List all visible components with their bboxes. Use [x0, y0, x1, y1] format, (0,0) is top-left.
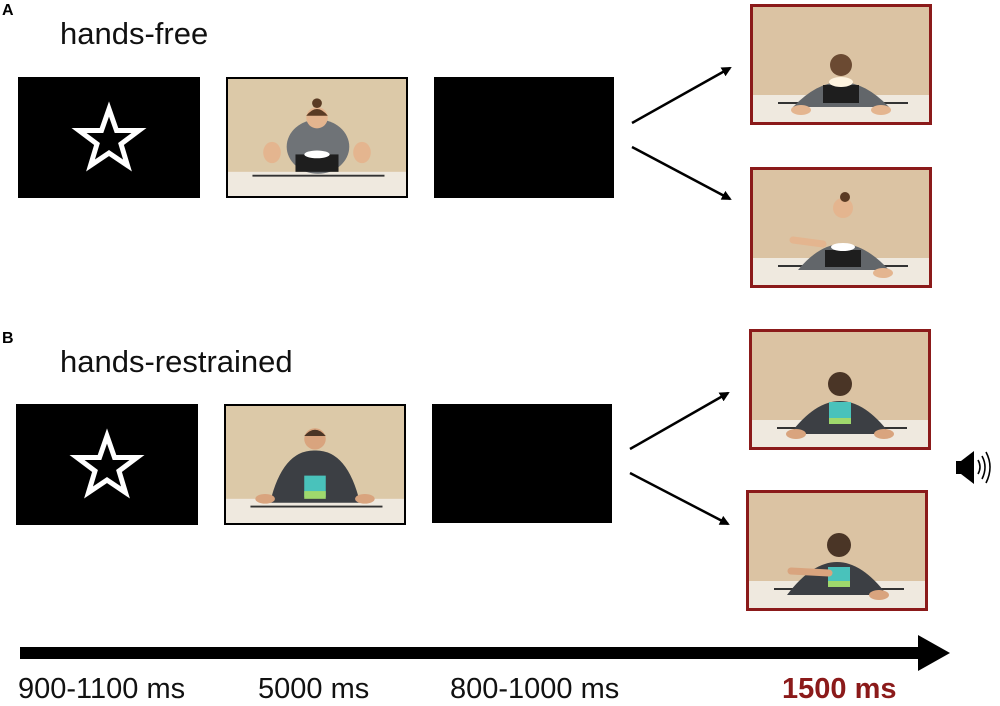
instruction-photo-b [224, 404, 406, 525]
panel-a-title: hands-free [60, 16, 209, 51]
outcome-photo-a-top [750, 4, 932, 125]
panel-a-letter: A [2, 2, 14, 19]
branch-arrow-a-top [631, 66, 732, 125]
blank-screen-b [432, 404, 612, 523]
branch-arrow-b-bottom [629, 471, 730, 526]
fixation-screen-a [18, 77, 200, 198]
speaker-icon [956, 451, 991, 484]
timing-fixation: 900-1100 ms [18, 673, 186, 705]
timing-instruction: 5000 ms [258, 673, 370, 705]
timing-blank: 800-1000 ms [450, 673, 620, 705]
instruction-photo-a [226, 77, 408, 198]
outcome-photo-b-bottom [746, 490, 928, 611]
branch-arrow-b-top [629, 391, 730, 451]
outcome-photo-b-top [749, 329, 931, 450]
star-icon [69, 428, 145, 499]
star-icon [71, 101, 147, 172]
panel-b-title: hands-restrained [60, 344, 293, 379]
timeline-arrow [20, 635, 950, 671]
fixation-screen-b [16, 404, 198, 525]
timing-outcome: 1500 ms [782, 673, 897, 705]
branch-arrow-a-bottom [631, 145, 732, 201]
panel-b-letter: B [2, 330, 14, 347]
blank-screen-a [434, 77, 614, 198]
outcome-photo-a-bottom [750, 167, 932, 288]
